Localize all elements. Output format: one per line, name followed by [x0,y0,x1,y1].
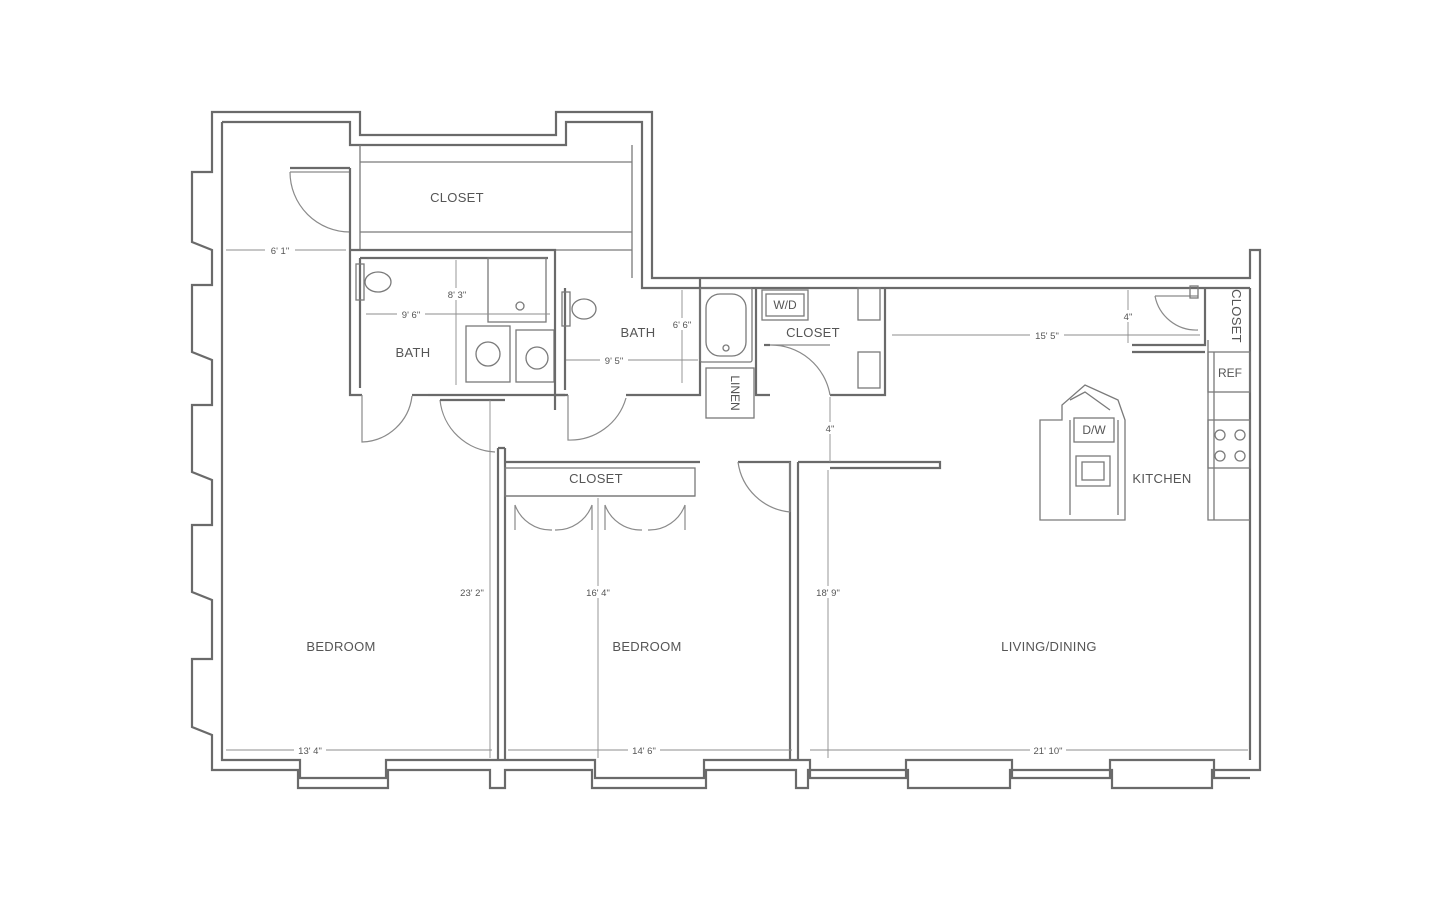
bath-1 [348,248,565,443]
kitchen-closet-jamb [1189,285,1199,299]
wd-shelf-bottom [857,351,881,389]
shower-1 [487,257,547,323]
sink-1a [475,341,501,367]
dim-23-2: 23' 2" [460,588,484,599]
dim-15-5: 15' 5" [1035,331,1059,342]
wd-closet-walls [754,288,887,397]
dimension-labels: 6' 1" 8' 3" 9' 6" 6' 6" 9' 5" 15' 5" 4" … [265,244,1135,757]
linen-closet [705,367,755,419]
kitchen-island-inner [1069,391,1119,515]
label-closet-wd: CLOSET [786,325,840,340]
label-bath-2: BATH [621,325,656,340]
burner-4 [1234,450,1246,462]
sink-1b [525,346,549,370]
washer-dryer-inner [765,293,805,317]
dim-8-3: 8' 3" [448,290,466,301]
dishwasher-box [1073,417,1115,443]
dim-6-1: 6' 1" [271,246,289,257]
dimension-lines [226,249,1248,758]
kitchen-island [1039,384,1126,521]
exterior-wall-inner [222,120,1250,290]
dim-4a: 4" [1124,312,1133,323]
toilet-tank-2 [561,291,571,327]
bedroom2-door-swing [737,461,791,513]
kitchen-closet-door [1154,295,1199,331]
dim-9-5: 9' 5" [605,356,623,367]
label-bedroom-2: BEDROOM [612,639,681,654]
wd-closet-door-swing [769,344,831,396]
hall-walls [496,446,942,760]
burner-3 [1214,450,1226,462]
kitchen-counter-right [1207,340,1250,521]
island-sink-basin [1081,461,1105,481]
wd-shelf-top [857,287,881,321]
label-kitchen: KITCHEN [1132,471,1191,486]
dim-13-4: 13' 4" [298,746,322,757]
exterior-wall-inner-bottom [220,122,1250,780]
dim-16-4: 16' 4" [586,588,610,599]
closet-door-a [514,504,553,531]
fixture-labels: W/D LINEN REF D/W [728,298,1242,437]
dim-21-10: 21' 10" [1034,746,1063,757]
bath1-door-swing [361,395,413,443]
room-labels: CLOSET BATH BATH CLOSET CLOSET KITCHEN B… [306,190,1244,654]
bath-2 [553,278,755,441]
island-sink [1075,455,1111,487]
bedroom1-door-swing [439,399,500,453]
label-closet-bedroom2: CLOSET [569,471,623,486]
vanity-1a [465,325,511,383]
closet-door-c [604,504,643,531]
toilet-tank-1 [355,263,365,301]
closet-door-d [647,504,686,531]
washer-dryer-box [761,289,809,321]
toilet-bowl-1 [364,271,392,293]
wd-closet [754,287,887,397]
bathtub [699,287,753,363]
label-bath-1: BATH [396,345,431,360]
kitchen [1039,285,1251,521]
exterior-walls [190,110,1262,790]
label-bedroom-1: BEDROOM [306,639,375,654]
label-closet-right: CLOSET [1229,289,1244,343]
label-living-dining: LIVING/DINING [1001,639,1097,654]
dim-18-9: 18' 9" [816,588,840,599]
label-refrigerator: REF [1218,366,1242,380]
dim-6-6: 6' 6" [673,320,691,331]
toilet-bowl-2 [571,298,597,320]
dim-4b: 4" [826,424,835,435]
dim-9-6: 9' 6" [402,310,420,321]
label-dishwasher: D/W [1082,423,1106,437]
label-linen: LINEN [728,375,742,410]
hall [439,398,942,760]
bath1-walls [348,248,565,410]
bath2-door-swing [567,395,627,441]
exterior-wall-outer [190,110,1262,790]
burner-2 [1234,429,1246,441]
closet-door-b [554,504,593,531]
bathtub-drain [722,344,730,352]
dim-14-6: 14' 6" [632,746,656,757]
bath2-walls [553,278,702,397]
label-closet-top: CLOSET [430,190,484,205]
kitchen-closet-walls [1132,288,1207,354]
burner-1 [1214,429,1226,441]
bedroom2-closet [504,467,696,531]
label-washer-dryer: W/D [773,298,797,312]
bathtub-basin [705,293,747,357]
closet-door-swing [289,171,351,233]
shower-drain-1 [515,301,525,311]
